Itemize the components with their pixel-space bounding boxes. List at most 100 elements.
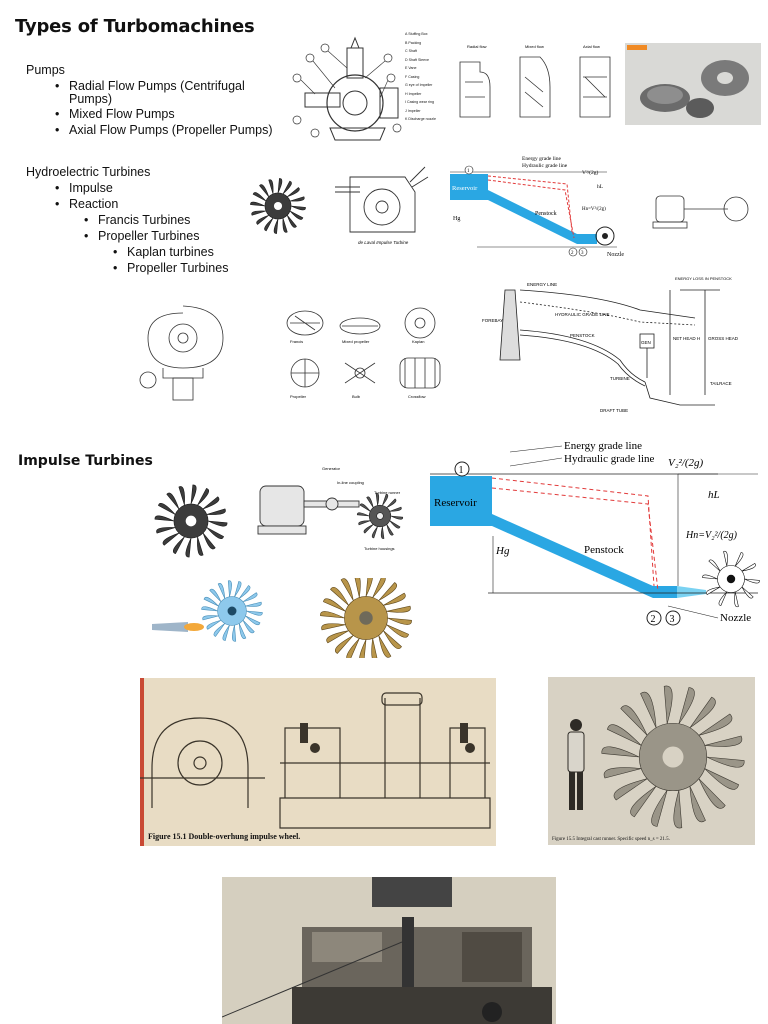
figure-15-5-photo: Figure 15.5 Integral cast runner. Specif… — [548, 677, 755, 845]
list-item: Radial Flow Pumps (Centrifugal — [55, 78, 245, 94]
svg-text:Reservoir: Reservoir — [434, 497, 477, 509]
wheel-bucket — [245, 615, 261, 626]
svg-text:de Laval Impulse Turbine: de Laval Impulse Turbine — [358, 240, 409, 245]
wheel-hub — [227, 606, 237, 616]
svg-text:hL: hL — [708, 489, 720, 501]
wheel-bucket — [358, 520, 371, 526]
wheel-bucket — [246, 610, 263, 616]
wheel-bucket — [206, 619, 222, 630]
svg-text:HYDRAULIC GRADE LINE: HYDRAULIC GRADE LINE — [555, 312, 610, 317]
wheel-bucket — [277, 178, 283, 194]
wheel-bucket — [320, 611, 345, 619]
wheel-bucket — [340, 578, 354, 601]
wheel-bucket — [359, 639, 367, 658]
wheel-bucket — [158, 503, 176, 515]
list-item: Impulse — [55, 180, 113, 196]
wheel-bucket — [390, 515, 404, 520]
svg-text:Propeller: Propeller — [290, 394, 307, 399]
wheel-bucket — [365, 578, 373, 597]
wheel-bucket — [386, 498, 397, 508]
list-item: Mixed Flow Pumps — [55, 106, 175, 122]
wheel-hub — [185, 515, 197, 527]
wheel-bucket — [386, 524, 394, 536]
wheel-hub — [359, 611, 373, 625]
svg-text:Turbine housings: Turbine housings — [364, 546, 395, 551]
wheel-bucket — [178, 486, 185, 506]
hydro-diagram-large: Reservoir Energy grade line Hydraulic gr… — [428, 436, 764, 628]
wheel-bucket — [202, 496, 220, 510]
svg-text:hL: hL — [597, 184, 604, 190]
wheel-bucket — [706, 586, 721, 595]
wheel-bucket — [386, 624, 409, 638]
wheel-bucket — [286, 215, 297, 228]
svg-text:2: 2 — [651, 614, 656, 625]
turbines-heading: Hydroelectric Turbines — [26, 165, 151, 179]
list-item: Propeller Turbines — [84, 228, 200, 244]
wheel-bucket — [378, 635, 392, 658]
wheel-bucket — [222, 625, 230, 641]
person-figure — [567, 719, 585, 810]
wheel-bucket — [273, 218, 279, 234]
wheel-bucket — [209, 588, 222, 602]
wheel-bucket — [698, 778, 726, 809]
pelton-wheel-icon-large — [150, 480, 232, 562]
wheel-bucket — [689, 786, 706, 823]
wheel-bucket — [242, 620, 255, 634]
wheel-bucket — [238, 585, 251, 599]
list-item: Propeller Turbines — [113, 260, 229, 276]
svg-text:V₂²/(2g): V₂²/(2g) — [668, 457, 704, 469]
pump-cutaway-diagram — [285, 28, 405, 146]
francis-volute-diagram — [128, 298, 233, 404]
wheel-bucket — [389, 520, 401, 529]
wheel-bucket — [217, 583, 226, 599]
svg-text:Penstock: Penstock — [535, 211, 557, 217]
wheel-bucket — [354, 578, 361, 598]
wheel-bucket — [372, 578, 386, 598]
wheel-bucket — [383, 592, 406, 606]
wheel-bucket — [282, 217, 288, 233]
wheel-bucket — [363, 524, 374, 534]
wheel-bucket — [203, 596, 219, 607]
wheel-bucket — [718, 591, 728, 606]
wheel-bucket — [380, 526, 385, 539]
wheel-bucket — [154, 515, 175, 522]
svg-text:Crossflow: Crossflow — [408, 394, 426, 399]
wheel-bucket — [366, 496, 374, 508]
wheel-bucket — [250, 201, 266, 207]
svg-text:Hn=V²/(2g): Hn=V²/(2g) — [582, 206, 606, 212]
list-item-cont: Pumps) — [69, 92, 113, 106]
list-item: Kaplan turbines — [113, 244, 214, 260]
power-station-head-diagram: ENERGY LINE HYDRAULIC GRADE LINE FOREBAY… — [480, 270, 742, 420]
svg-text:Bulb: Bulb — [352, 394, 361, 399]
wheel-bucket — [264, 217, 274, 232]
wheel-bucket — [202, 615, 219, 621]
wheel-bucket — [213, 623, 226, 637]
wheel-bucket — [156, 527, 176, 534]
wheel-bucket — [173, 536, 185, 554]
wheel-bucket — [689, 696, 716, 729]
svg-text:Nozzle: Nozzle — [607, 252, 624, 258]
wheel-bucket — [620, 705, 648, 736]
delaval-turbine-diagram: de Laval Impulse Turbine — [330, 162, 430, 248]
wheel-bucket — [346, 638, 360, 658]
wheel-bucket — [673, 790, 683, 829]
wheel-bucket — [201, 606, 218, 612]
wheel-bucket — [601, 746, 640, 758]
svg-text:ENERGY LOSS IN PENSTOCK: ENERGY LOSS IN PENSTOCK — [675, 276, 732, 281]
list-item: Axial Flow Pumps (Propeller Pumps) — [55, 122, 273, 138]
wheel-bucket — [282, 180, 292, 195]
svg-text:V²/(2g): V²/(2g) — [582, 169, 598, 176]
wheel-bucket — [206, 508, 226, 515]
wheel-bucket — [227, 580, 232, 597]
wheel-bucket — [268, 179, 274, 195]
wheel-bucket — [190, 484, 197, 505]
powerhouse-photo — [222, 877, 556, 1024]
wheel-bucket — [290, 205, 306, 211]
svg-text:Axial flow: Axial flow — [583, 44, 600, 49]
wheel-bucket — [663, 685, 673, 724]
svg-text:2: 2 — [571, 251, 574, 256]
wheel-bucket — [207, 520, 228, 527]
svg-text:Mixed propeller: Mixed propeller — [342, 339, 370, 344]
svg-text:Turbine runner: Turbine runner — [374, 490, 401, 495]
svg-text:DRAFT TUBE: DRAFT TUBE — [600, 408, 628, 413]
